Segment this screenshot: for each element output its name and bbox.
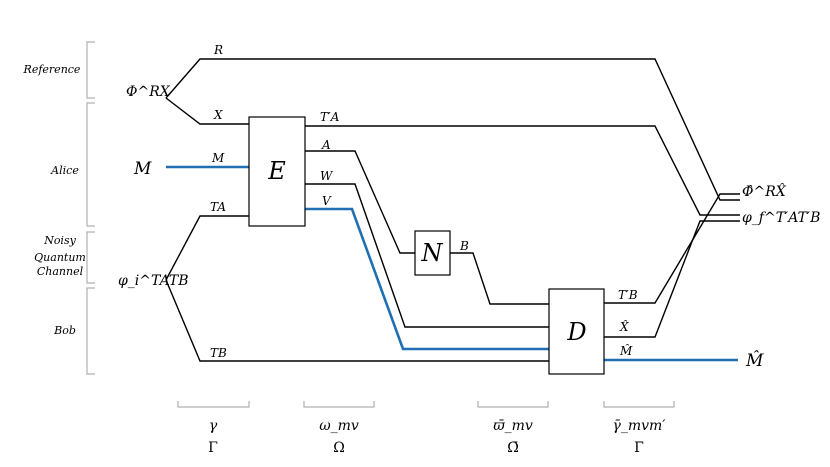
quantum-wires [165,58,740,362]
stage-4-top: γ̄_mvm′ [612,418,666,434]
stage-bracket-4 [603,401,675,408]
wire-TA-prime [305,125,740,216]
stage-3-top: ϖ̄_mv [493,418,533,434]
label-TA: TA [210,200,226,214]
bob-bracket [86,287,95,375]
wire-TB [165,279,549,362]
decoder-box [548,288,605,375]
group-label-reference: Reference [23,63,81,76]
encoder-label: E [267,157,286,185]
label-TB-prime: T′B [618,288,638,302]
label-X-hat: X̂ [619,319,629,334]
wire-B [450,252,549,305]
state-phi-i: φ_i^TATB [118,273,189,289]
wire-W [305,183,549,328]
wire-labels: R X M TA TB T′A A W V B T′B X̂ M̂ [210,43,638,360]
label-X: X [213,108,223,122]
group-label-channel-1: Noisy [43,234,76,247]
group-brackets [86,41,95,375]
stage-brackets [177,401,675,408]
label-TB: TB [210,346,227,360]
wire-A [305,150,415,254]
state-labels: Φ^RX M φ_i^TATB Φ̂^RX̂ φ_f^T′AT′B M̂ [118,84,820,371]
stage-3-bottom: Ω̄ [507,440,519,456]
label-W: W [320,169,334,183]
decoder-label: D [566,318,586,346]
wire-R [165,58,740,201]
label-R: R [213,43,223,57]
label-A: A [321,138,331,152]
wire-TA [165,215,249,281]
wire-X-hat [604,220,740,338]
state-phi-rx: Φ^RX [126,84,171,100]
classical-wires [166,165,738,362]
wire-TB-prime [604,193,740,304]
wire-X [165,97,249,125]
channel-box [414,230,451,276]
stage-1-top: γ [209,418,218,434]
stage-2-bottom: Ω [333,440,345,456]
label-TA-prime: T′A [320,110,340,124]
group-label-channel-3: Channel [37,265,84,278]
encoder-box [248,116,306,227]
stage-1-bottom: Γ [208,440,218,456]
label-B: B [459,239,469,253]
stage-bracket-3 [477,401,549,408]
group-label-channel-2: Quantum [34,251,86,264]
stage-4-bottom: Γ̄ [634,440,644,456]
label-V: V [322,194,332,208]
state-phi-hat: Φ̂^RX̂ [742,182,787,200]
alice-bracket [86,102,95,227]
stage-bracket-2 [303,401,375,408]
label-M: M [211,151,225,165]
reference-bracket [86,41,95,99]
channel-bracket [86,231,95,284]
label-M-hat: M̂ [619,343,633,358]
wire-V [305,207,549,351]
state-message: M [133,159,152,179]
channel-label: N [421,239,444,267]
group-label-alice: Alice [50,164,79,177]
stage-2-top: ω_mv [319,418,359,434]
group-label-bob: Bob [53,324,76,337]
stage-bracket-1 [177,401,250,408]
state-phi-f: φ_f^T′AT′B [742,210,820,226]
state-m-hat: M̂ [745,351,764,371]
